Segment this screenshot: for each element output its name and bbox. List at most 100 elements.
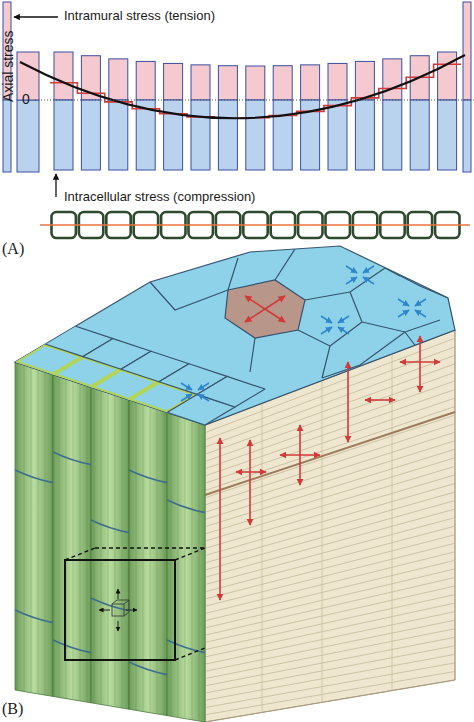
ray-cell-line bbox=[206, 501, 454, 570]
ray-cell-line bbox=[206, 432, 454, 511]
tension-arrow bbox=[249, 440, 251, 525]
compression-arrow bbox=[198, 394, 209, 401]
ray-boundary bbox=[392, 354, 393, 691]
cell-end-wall bbox=[53, 640, 91, 653]
tension-arrow bbox=[365, 399, 395, 401]
compression-arrow bbox=[321, 316, 332, 323]
ray-cell-line bbox=[206, 526, 454, 591]
annotation: Intramural stress (tension) bbox=[62, 9, 217, 23]
compression-arrow bbox=[415, 310, 426, 317]
tension-arrow bbox=[245, 309, 265, 322]
ray-cell-line bbox=[206, 535, 454, 599]
cross-section-cells bbox=[15, 249, 448, 425]
ray-cell-line bbox=[206, 672, 454, 715]
stepped-mean-line bbox=[50, 64, 461, 118]
compression-arrow bbox=[338, 316, 349, 323]
cell-end-wall bbox=[129, 470, 167, 483]
compression-bar bbox=[438, 100, 457, 170]
stress-curve bbox=[20, 55, 465, 118]
compression-bar bbox=[383, 100, 402, 170]
fiber-column bbox=[129, 400, 167, 716]
ray-boundary bbox=[322, 381, 323, 703]
ray-cell-line bbox=[206, 450, 454, 527]
fiber-striation bbox=[167, 412, 205, 722]
panel-label: (B) bbox=[2, 700, 23, 718]
ray-cell-line bbox=[206, 680, 454, 722]
ray-cell-line bbox=[206, 458, 454, 533]
compression-arrow bbox=[363, 266, 374, 273]
compression-bar bbox=[355, 100, 374, 170]
compression-bar bbox=[54, 100, 73, 170]
cell-end-wall bbox=[91, 520, 129, 533]
stress-vector bbox=[118, 621, 119, 631]
compression-arrow bbox=[321, 327, 332, 334]
tension-bar bbox=[328, 63, 347, 100]
compression-arrow bbox=[415, 299, 426, 306]
tension-arrow bbox=[245, 296, 265, 309]
tension-bar bbox=[301, 65, 320, 100]
tension-bar bbox=[218, 66, 237, 100]
ray-cell-line bbox=[206, 569, 454, 628]
stress-vector bbox=[118, 589, 119, 599]
leader-arrow bbox=[55, 174, 56, 197]
stress-arrows bbox=[99, 266, 440, 631]
ray-cell-line bbox=[206, 492, 454, 562]
leader-arrow bbox=[14, 16, 58, 17]
ray-cell-line bbox=[206, 544, 454, 607]
ray-cell-line bbox=[206, 620, 454, 671]
ray-cell-line bbox=[206, 586, 454, 642]
ray-cell-line bbox=[206, 415, 454, 497]
compression-arrow bbox=[398, 299, 409, 306]
cross-section-face bbox=[15, 246, 455, 425]
ray-boundary bbox=[262, 403, 263, 712]
ray-cell-line bbox=[206, 467, 454, 541]
compression-arrow bbox=[338, 327, 349, 334]
axis-title: Axial stress bbox=[1, 30, 16, 102]
stress-chart bbox=[3, 2, 471, 172]
tension-bar bbox=[355, 61, 374, 100]
fiber-column bbox=[53, 375, 91, 703]
tension-bar bbox=[191, 65, 210, 100]
tension-arrow bbox=[347, 362, 349, 442]
zero-line bbox=[35, 100, 474, 101]
compression-bar bbox=[328, 100, 347, 170]
compression-bar bbox=[109, 100, 128, 170]
cell-wall bbox=[150, 249, 448, 378]
compression-bar bbox=[273, 100, 292, 170]
cross-section-cell bbox=[197, 376, 265, 407]
fiber-column bbox=[167, 412, 205, 722]
compression-arrow bbox=[398, 310, 409, 317]
compression-arrow bbox=[346, 266, 357, 273]
tension-arrow bbox=[265, 296, 285, 309]
tension-bar bbox=[438, 52, 457, 100]
tension-bar bbox=[164, 63, 183, 100]
compression-bar bbox=[81, 100, 100, 170]
tension-bar bbox=[54, 52, 73, 100]
ray-cell-line bbox=[206, 518, 454, 584]
tension-bar bbox=[273, 66, 292, 100]
ray-cell-line bbox=[206, 552, 454, 613]
fiber-striation bbox=[53, 375, 91, 703]
stress-vector bbox=[99, 610, 110, 611]
cell-end-wall bbox=[129, 662, 167, 675]
tension-arrow bbox=[280, 454, 320, 456]
tension-bar bbox=[136, 61, 155, 100]
cell-row bbox=[40, 212, 470, 238]
ray-cell-line bbox=[206, 612, 454, 664]
compression-arrow bbox=[346, 277, 357, 284]
compression-bar bbox=[410, 100, 429, 170]
ray-cell-line bbox=[206, 424, 454, 505]
stress-element bbox=[112, 604, 124, 616]
compression-bar bbox=[164, 100, 183, 170]
ray-cell-line bbox=[206, 578, 454, 635]
annotation: Intracellular stress (compression) bbox=[62, 190, 257, 204]
tension-arrow bbox=[219, 438, 221, 600]
compression-arrow bbox=[198, 383, 209, 390]
sample-frame bbox=[65, 560, 175, 660]
tension-bar bbox=[463, 2, 471, 100]
fiber-striation bbox=[129, 400, 167, 716]
sample-frame-depth bbox=[65, 548, 205, 660]
compression-bar bbox=[17, 100, 39, 172]
cell-end-wall bbox=[53, 452, 91, 465]
